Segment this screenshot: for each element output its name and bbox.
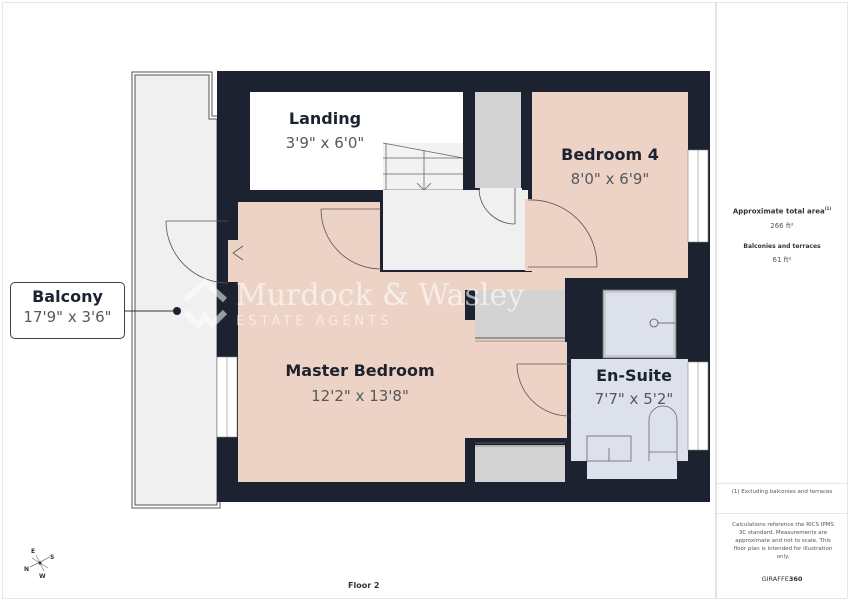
watermark-tagline: ESTATE AGENTS xyxy=(236,314,392,329)
master-bedroom-dims: 12'2" x 13'8" xyxy=(311,387,409,405)
disclaimer: Calculations reference the RICS IPMS 3C … xyxy=(732,522,834,560)
ensuite-label: En-Suite xyxy=(596,366,672,385)
floor-plan: Murdock & Wasley ESTATE AGENTS Landing 3… xyxy=(125,71,710,509)
balcony xyxy=(131,71,221,509)
balcony-label: Balcony xyxy=(32,287,103,306)
balconies-label: Balconies and terraces xyxy=(743,243,821,250)
balcony-dims: 17'9" x 3'6" xyxy=(23,308,112,326)
svg-text:W: W xyxy=(39,573,46,580)
master-bedroom-room xyxy=(238,202,567,482)
divider xyxy=(717,513,847,514)
balconies-value: 61 ft² xyxy=(772,256,792,264)
doors xyxy=(165,187,598,417)
footnote: (1) Excluding balconies and terraces xyxy=(731,489,833,495)
landing-dims: 3'9" x 6'0" xyxy=(286,134,365,152)
hallway xyxy=(383,190,528,270)
watermark-logo xyxy=(182,277,228,330)
info-sidebar: Approximate total area(1) 266 ft² Balcon… xyxy=(716,2,848,599)
toilet xyxy=(648,405,678,461)
landing-label: Landing xyxy=(289,109,361,128)
floor-label: Floor 2 xyxy=(348,581,380,590)
master-bedroom-label: Master Bedroom xyxy=(285,361,434,380)
balcony-label-box: Balcony 17'9" x 3'6" xyxy=(10,282,125,339)
giraffe360-logo: GIRAFFE360 xyxy=(761,575,803,583)
storage-cupboard xyxy=(475,92,521,188)
plan-frame xyxy=(2,2,716,599)
ensuite-dims: 7'7" x 5'2" xyxy=(595,390,674,408)
divider xyxy=(717,483,847,484)
svg-text:N: N xyxy=(24,566,29,573)
wardrobe-top xyxy=(475,290,565,338)
compass-icon: E S N W xyxy=(24,548,54,580)
wardrobe-bottom xyxy=(475,445,565,482)
shower xyxy=(602,289,677,359)
bedroom4-dims: 8'0" x 6'9" xyxy=(571,170,650,188)
bedroom4-label: Bedroom 4 xyxy=(561,145,659,164)
svg-text:S: S xyxy=(50,554,54,561)
total-area-value: 266 ft² xyxy=(770,222,794,230)
total-area-label: Approximate total area(1) xyxy=(732,206,832,216)
svg-text:E: E xyxy=(31,548,35,555)
watermark-brand: Murdock & Wasley xyxy=(236,278,524,313)
bedroom4-room xyxy=(532,92,688,278)
ensuite-room xyxy=(571,359,688,461)
stairs xyxy=(382,142,464,191)
